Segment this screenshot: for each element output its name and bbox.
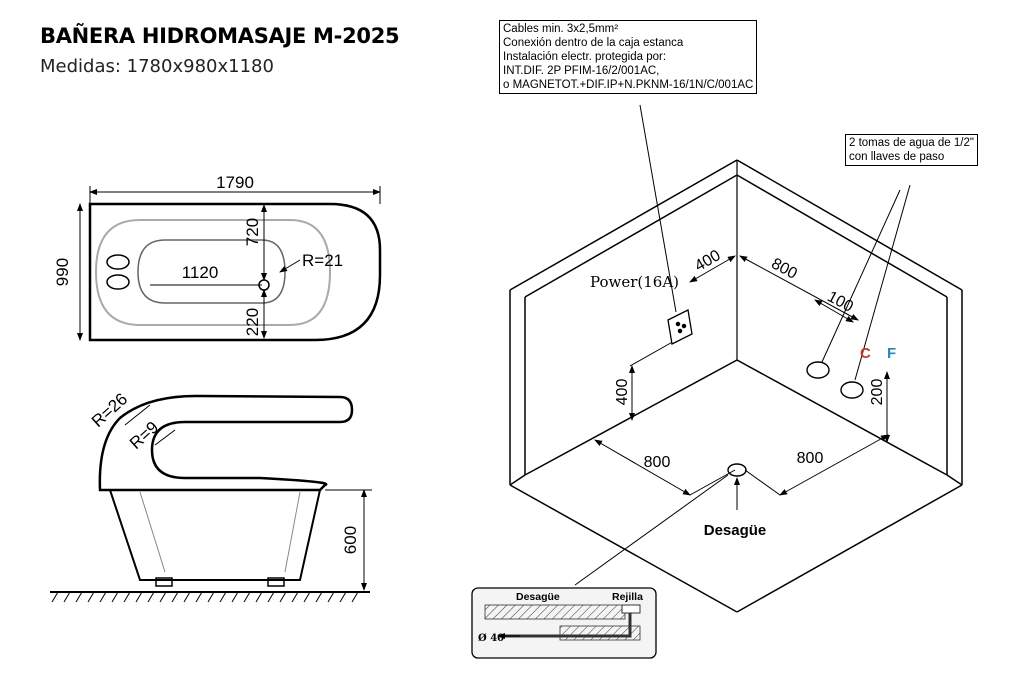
pillow-shape [106, 274, 130, 290]
tub-basin-outline [94, 219, 332, 326]
cold-water-outlet [840, 381, 864, 399]
ground-hatch [51, 591, 359, 603]
dim-800-top-label: 800 [768, 255, 800, 283]
detail-grate-label: Rejilla [612, 591, 643, 603]
tub-outline [88, 202, 382, 342]
top-view [77, 186, 382, 342]
detail-leader [574, 474, 729, 586]
dim-200-label: 200 [869, 379, 886, 406]
floor-drain [727, 463, 747, 477]
cold-label: F [887, 345, 896, 362]
radius-label: R=21 [302, 251, 343, 270]
room-dimensions [594, 255, 890, 496]
tub-body [109, 489, 321, 581]
top-depth-label: 990 [53, 258, 72, 286]
dim-100-label: 100 [824, 288, 856, 316]
water-leader [854, 184, 911, 381]
drain-detail [471, 587, 657, 659]
water-leader [821, 189, 901, 363]
hot-water-outlet [806, 361, 830, 379]
page-subtitle: Medidas: 1780x980x1180 [40, 56, 274, 77]
power-box [667, 309, 693, 345]
side-view [50, 394, 372, 593]
inner-length-label: 1120 [182, 263, 219, 282]
radius-inner-label: R=9 [126, 418, 162, 453]
top-width-label: 1790 [216, 173, 254, 192]
page-title: BAÑERA HIDROMASAJE M-2025 [40, 24, 400, 48]
power-label: Power(16A) [590, 273, 679, 291]
dim-220-label: 220 [243, 308, 262, 336]
room-isometric [509, 159, 963, 613]
cable-note: Cables min. 3x2,5mm² Conexión dentro de … [499, 20, 758, 94]
hot-label: C [860, 345, 871, 362]
detail-pipe-label: Ø 40 [478, 633, 504, 644]
dim-400-top-label: 400 [692, 247, 724, 275]
drain-label: Desagüe [704, 522, 767, 539]
dim-800-left-label: 800 [644, 454, 671, 471]
detail-drain-label: Desagüe [516, 591, 560, 603]
radius-outer-label: R=26 [88, 389, 131, 431]
power-leader [639, 104, 677, 313]
dim-800-right-label: 800 [797, 450, 824, 467]
water-note: 2 tomas de agua de 1/2" con llaves de pa… [845, 134, 978, 166]
pillow-shape [106, 254, 130, 270]
side-height-label: 600 [341, 526, 360, 554]
dim-720-label: 720 [243, 218, 262, 246]
dim-400-left-label: 400 [614, 379, 631, 406]
rim-profile [98, 394, 354, 492]
